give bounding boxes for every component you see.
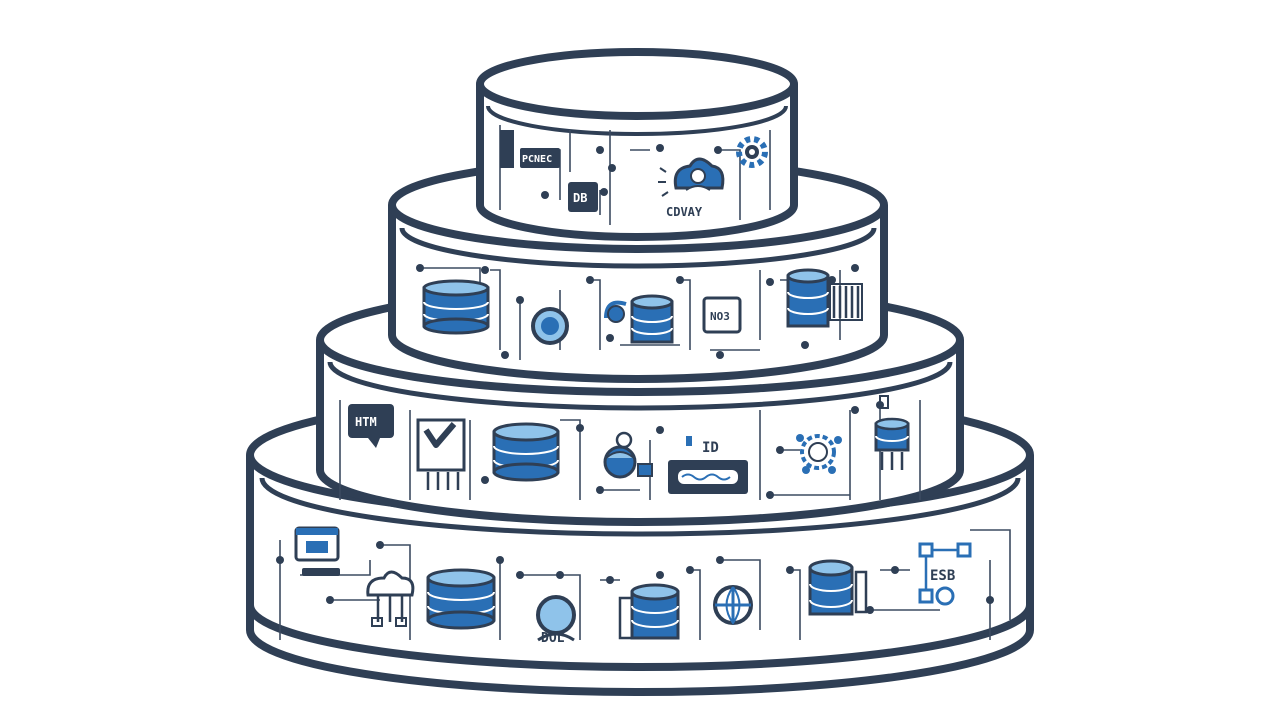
cloud-network-icon — [366, 570, 415, 627]
database-icon — [874, 395, 910, 470]
display-panel-icon: ID — [668, 436, 748, 494]
cloud-user-icon: CDVAY — [658, 157, 725, 219]
server-rack-icon — [786, 268, 863, 328]
tier-2-label-no3: NO3 — [710, 310, 730, 323]
tier-3-band — [327, 361, 953, 411]
tier-1-top: PCNEC DB CDVAY — [476, 48, 798, 241]
tier-1-components: PCNEC DB CDVAY — [499, 125, 771, 225]
database-stack-icon — [618, 583, 680, 640]
tier-4-band — [259, 477, 1021, 537]
gear-icon — [736, 136, 768, 168]
gear-network-icon — [796, 434, 842, 474]
tier-2-node-dots — [416, 264, 859, 359]
server-box-icon: NO3 — [702, 296, 742, 334]
tier-1-label-db: DB — [573, 191, 587, 205]
database-stack-icon — [422, 279, 490, 335]
tier-1-body — [476, 84, 798, 241]
globe-node-icon — [531, 307, 569, 345]
database-icon — [604, 294, 674, 344]
tier-1-top-face — [476, 48, 798, 120]
code-window-icon — [294, 526, 340, 576]
tier-4-label-dol: DOL — [541, 631, 565, 646]
globe-node-icon: DOL — [536, 595, 576, 646]
database-icon — [492, 422, 560, 482]
tier-4-circuit-lines — [279, 529, 1011, 640]
database-icon — [808, 559, 868, 616]
tier-2-components: NO3 — [416, 264, 863, 360]
chat-window-icon: HTM — [348, 404, 394, 448]
tier-2-body — [388, 205, 888, 383]
tier-4-label-esb: ESB — [930, 568, 955, 584]
tier-3-label-id: ID — [702, 440, 719, 456]
database-icon — [426, 568, 496, 630]
tier-3-circuit-lines — [339, 400, 921, 500]
tier-3-node-dots — [481, 401, 884, 499]
tier-1-band — [486, 105, 788, 136]
tier-4-node-dots — [276, 541, 994, 614]
server-box-icon: DB — [568, 182, 598, 212]
tier-3-label-htm: HTM — [355, 415, 377, 429]
tier-1-label-cdvay: CDVAY — [666, 205, 703, 219]
tier-1-label-pcnec: PCNEC — [522, 154, 552, 165]
document-check-icon — [416, 418, 466, 490]
tier-4-components: DOL — [276, 526, 1011, 646]
tier-2-band — [399, 227, 877, 269]
tier-1-node-dots — [541, 144, 722, 199]
circuit-node-icon: ESB — [918, 542, 972, 606]
tier-3-components: HTM — [339, 395, 921, 500]
code-window-icon: PCNEC — [500, 130, 560, 168]
globe-icon — [713, 585, 753, 625]
cloud-user-icon — [603, 431, 653, 479]
